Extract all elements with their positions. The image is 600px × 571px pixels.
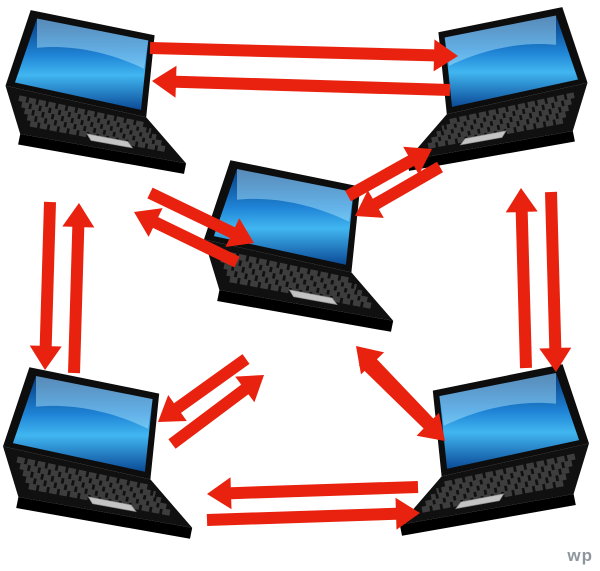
laptop-bottom-left <box>3 367 193 539</box>
arrow-top-right-to-top-left <box>152 65 451 98</box>
laptop-touchpad <box>288 289 338 306</box>
laptops-layer <box>3 7 589 539</box>
arrow-bottom-left-to-center <box>168 375 264 449</box>
laptop-touchpad <box>455 493 505 510</box>
laptop-base-edge <box>18 134 187 174</box>
arrow-top-left-to-center <box>147 187 254 247</box>
arrow-bottom-left-to-bottom-right <box>206 497 420 530</box>
laptop-keyboard <box>16 456 173 517</box>
laptop-keyboard <box>18 95 167 153</box>
laptop-base-edge <box>217 290 394 332</box>
laptop-touchpad <box>86 133 134 149</box>
laptop-keyboard <box>419 453 576 514</box>
arrow-bottom-right-to-top-right <box>505 188 538 369</box>
watermark: wp <box>567 546 593 565</box>
arrow-bottom-left-to-top-left <box>62 203 95 374</box>
laptop-screen-glare <box>444 15 556 66</box>
arrow-bottom-right-to-bottom-left <box>207 477 419 510</box>
laptop-screen <box>14 18 149 110</box>
laptop-base-edge <box>399 494 576 536</box>
laptop-screen-glare <box>237 169 354 222</box>
laptop-screen <box>439 373 580 469</box>
laptop-base-edge <box>16 497 193 539</box>
laptop-bottom-right <box>399 364 589 536</box>
arrow-center-to-bottom-right <box>358 356 445 441</box>
laptop-center <box>204 160 394 332</box>
laptop-screen <box>444 15 579 107</box>
arrow-center-to-top-right <box>345 146 432 202</box>
laptop-base-edge <box>406 131 575 171</box>
arrow-top-right-to-bottom-right <box>539 191 572 372</box>
arrow-center-to-top-left <box>134 208 240 268</box>
laptop-top-left <box>5 10 187 174</box>
arrow-center-to-bottom-left <box>158 354 250 422</box>
laptop-screen <box>12 376 153 472</box>
arrow-top-left-to-bottom-left <box>29 201 62 370</box>
arrow-top-left-to-top-right <box>149 39 459 72</box>
laptop-touchpad <box>459 130 507 146</box>
laptop-screen-glare <box>36 376 153 429</box>
laptop-keyboard <box>426 92 575 150</box>
laptop-screen-glare <box>37 18 149 69</box>
laptop-screen-glare <box>439 373 556 426</box>
laptop-keyboard <box>217 249 374 310</box>
laptop-top-right <box>406 7 588 171</box>
arrows-layer <box>29 39 572 530</box>
laptop-touchpad <box>87 496 137 513</box>
arrow-top-right-to-center <box>355 161 443 218</box>
